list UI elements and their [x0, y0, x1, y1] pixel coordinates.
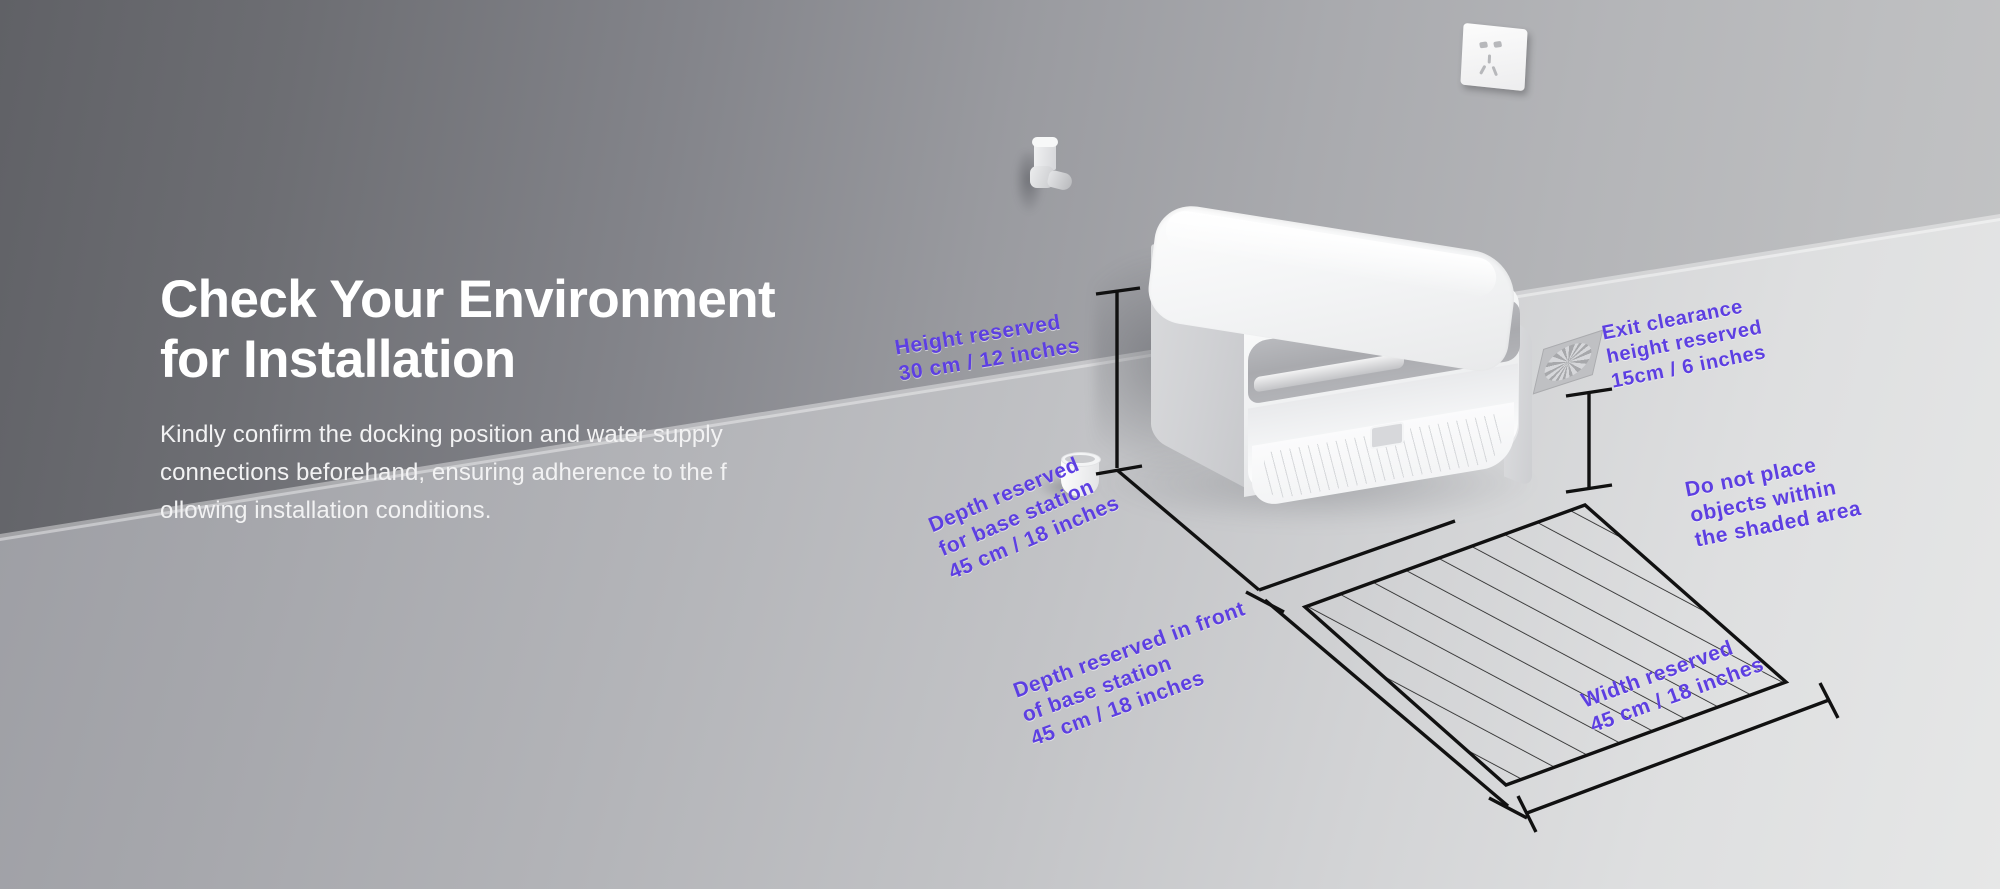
- socket-pin-hole: [1491, 65, 1499, 77]
- wall-power-socket-icon: [1460, 22, 1528, 92]
- page-subtitle-line-2: connections beforehand, ensuring adheren…: [160, 458, 727, 486]
- socket-pin-hole: [1487, 54, 1492, 64]
- cup-opening: [1065, 455, 1095, 463]
- page-subtitle: Kindly confirm the docking position and …: [160, 416, 820, 530]
- page-subtitle-line-1: Kindly confirm the docking position and …: [160, 420, 723, 448]
- valve-pipe: [1034, 142, 1056, 170]
- drain-cup-object: [1037, 452, 1101, 500]
- wall-water-valve-icon: [1014, 137, 1074, 214]
- intro-text-block: Check Your Environment for Installation …: [160, 270, 880, 529]
- page-subtitle-line-3: ollowing installation conditions.: [160, 496, 492, 524]
- socket-pin-hole: [1479, 41, 1489, 49]
- base-station-device: [1094, 200, 1552, 548]
- socket-pin-hole: [1493, 40, 1503, 48]
- page-title-line-1: Check Your Environment: [160, 270, 776, 329]
- page-title: Check Your Environment for Installation: [160, 270, 880, 390]
- valve-spout: [1046, 169, 1074, 192]
- page-title-line-2: for Installation: [160, 329, 516, 389]
- valve-cap: [1032, 137, 1058, 147]
- socket-pin-hole: [1479, 64, 1487, 75]
